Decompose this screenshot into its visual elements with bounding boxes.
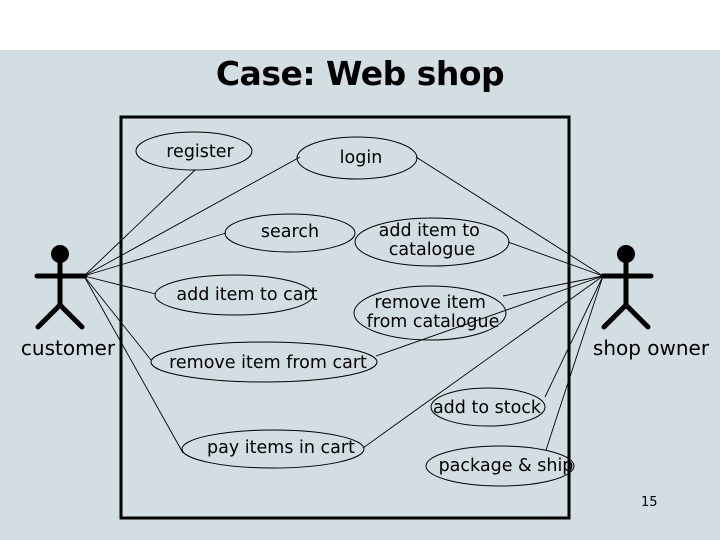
use-case-label-search: search bbox=[261, 222, 319, 242]
association-shop-owner-remove-catalogue bbox=[502, 275, 604, 297]
use-case-add-item-to-catalogue bbox=[354, 217, 510, 267]
association-lines bbox=[83, 156, 604, 454]
use-case-remove-item-from-catalogue bbox=[353, 285, 507, 341]
use-case-login bbox=[296, 136, 418, 180]
use-case-remove-item-from-cart bbox=[150, 341, 378, 383]
system-boundary bbox=[119, 115, 571, 520]
page-number: 15 bbox=[641, 495, 658, 510]
actor-label-customer: customer bbox=[21, 336, 116, 360]
association-customer-pay bbox=[83, 275, 184, 454]
association-shop-owner-add-stock bbox=[544, 275, 604, 398]
slide-title: Case: Web shop bbox=[215, 54, 505, 93]
use-case-label-pay-items-in-cart: pay items in cart bbox=[207, 438, 355, 458]
use-case-pay-items-in-cart bbox=[181, 429, 365, 469]
association-customer-remove-cart bbox=[83, 275, 152, 361]
use-case-label-add-item-to-catalogue: add item to catalogue bbox=[379, 221, 486, 260]
use-case-label-add-item-to-cart: add item to cart bbox=[176, 285, 317, 305]
association-shop-owner-pay bbox=[362, 275, 604, 449]
use-case-search bbox=[224, 213, 356, 253]
actor-label-shop-owner: shop owner bbox=[593, 336, 710, 360]
actor-head-icon bbox=[617, 245, 635, 263]
association-customer-login bbox=[83, 156, 301, 277]
use-case-label-package-and-ship: package & ship bbox=[439, 456, 574, 476]
use-case-add-item-to-cart bbox=[154, 274, 314, 316]
use-case-label-register: register bbox=[166, 142, 234, 162]
actor-shop-owner bbox=[600, 245, 654, 330]
use-case-add-to-stock bbox=[430, 387, 546, 427]
association-customer-register bbox=[83, 169, 196, 277]
use-case-label-remove-item-from-cart: remove item from cart bbox=[169, 353, 367, 373]
use-case-label-login: login bbox=[340, 148, 383, 168]
actor-customer bbox=[34, 245, 88, 330]
association-shop-owner-package bbox=[545, 275, 604, 451]
association-customer-add-cart bbox=[83, 275, 157, 295]
association-shop-owner-remove-cart bbox=[375, 275, 604, 357]
association-shop-owner-login bbox=[415, 156, 604, 277]
use-case-register bbox=[135, 131, 253, 171]
use-case-package-and-ship bbox=[425, 445, 575, 487]
association-customer-search bbox=[83, 232, 227, 277]
use-case-label-add-to-stock: add to stock bbox=[433, 398, 542, 418]
use-case-label-remove-item-from-catalogue: remove item from catalogue bbox=[367, 293, 500, 332]
actor-head-icon bbox=[51, 245, 69, 263]
association-shop-owner-add-catalogue bbox=[507, 241, 604, 277]
